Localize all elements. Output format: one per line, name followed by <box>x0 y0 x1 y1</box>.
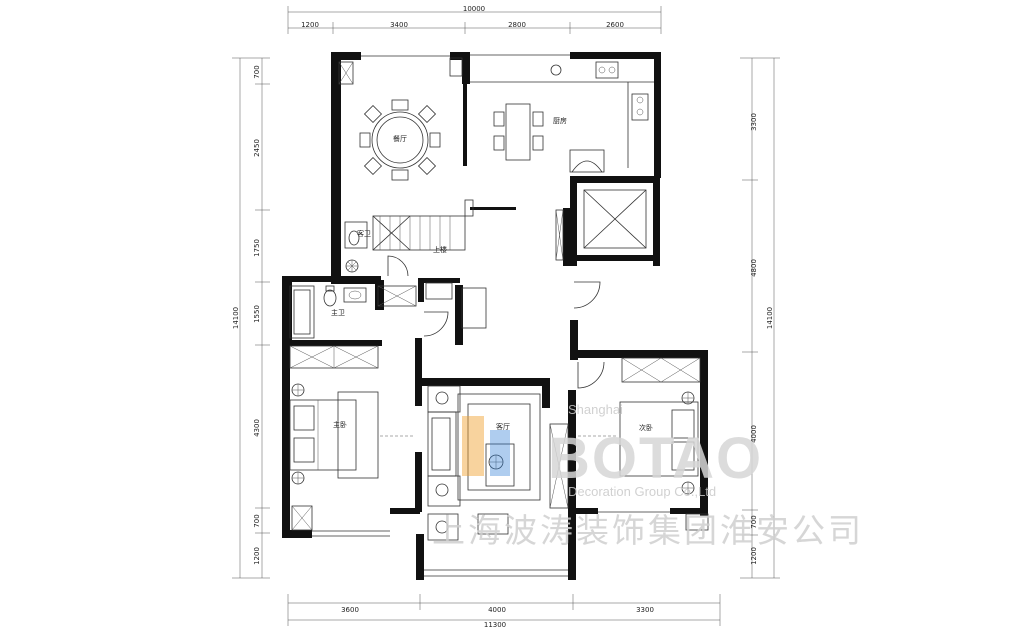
dim-left-1: 700 <box>253 65 261 78</box>
dim-right-4: 700 <box>750 515 758 528</box>
master-bed <box>289 383 414 531</box>
watermark: Shanghai BOTAO Decoration Group Co.,Ltd … <box>432 402 864 550</box>
cabinet <box>338 61 354 85</box>
dim-bottom-3: 3300 <box>636 606 654 614</box>
room-label-stairs: 上楼 <box>433 245 447 254</box>
dimension-bottom: 3600 4000 3300 11300 <box>287 594 721 628</box>
dim-left-total: 14100 <box>232 307 240 329</box>
room-label-kitchen: 厨房 <box>553 116 567 125</box>
dimension-right: 3300 4800 4000 700 1200 14100 <box>740 57 780 579</box>
dim-bottom-2: 4000 <box>488 606 506 614</box>
watermark-brand: BOTAO <box>548 426 763 491</box>
kitchen-table <box>493 103 544 161</box>
dim-left-2: 2450 <box>253 139 261 157</box>
dim-bottom-1: 3600 <box>341 606 359 614</box>
watermark-cn: 上海波涛装饰集团淮安公司 <box>432 511 864 550</box>
room-label-master-bedroom: 主卧 <box>333 420 347 429</box>
dim-left-4: 1550 <box>253 305 261 323</box>
entry-door <box>423 311 449 337</box>
room-label-dining: 餐厅 <box>393 134 407 143</box>
dim-bottom-total: 11300 <box>484 621 506 628</box>
dim-left-5: 4300 <box>253 419 261 437</box>
fridge <box>449 57 463 77</box>
guest-wc <box>344 221 368 273</box>
guest-wc-door <box>387 255 409 277</box>
dim-right-3: 4000 <box>750 425 758 443</box>
master-wc <box>289 282 487 339</box>
walls <box>282 52 708 580</box>
dim-right-1: 3300 <box>750 113 758 131</box>
room-label-second-bedroom: 次卧 <box>639 423 653 432</box>
dim-left-7: 1200 <box>253 547 261 565</box>
elevator-shaft <box>555 189 647 261</box>
room-label-living: 客厅 <box>496 422 510 431</box>
second-bedroom-door <box>577 361 605 389</box>
dimension-left: 14100 700 2450 1750 1550 4300 700 1200 <box>232 57 270 579</box>
logo-mark-blue <box>490 430 510 476</box>
dim-top-3: 2800 <box>508 21 526 29</box>
watermark-sub: Decoration Group Co.,Ltd <box>568 484 716 499</box>
logo-mark-orange <box>462 416 484 476</box>
dim-top-4: 2600 <box>606 21 624 29</box>
living-room-furniture <box>427 385 569 541</box>
second-bedroom-furniture <box>578 357 709 531</box>
dim-right-5: 1200 <box>750 547 758 565</box>
room-label-master-wc: 主卫 <box>331 308 345 317</box>
room-label-guest-wc: 客卫 <box>357 229 371 238</box>
staircase <box>372 199 474 251</box>
master-wardrobe <box>289 345 379 369</box>
dim-top-1: 1200 <box>301 21 319 29</box>
dim-top-2: 3400 <box>390 21 408 29</box>
dim-left-3: 1750 <box>253 239 261 257</box>
dimension-top: 10000 1200 3400 2800 2600 <box>287 5 662 34</box>
dim-right-total: 14100 <box>766 307 774 329</box>
kitchen-counter <box>470 61 654 173</box>
dim-top-total: 10000 <box>463 5 485 13</box>
dim-right-2: 4800 <box>750 259 758 277</box>
watermark-shanghai: Shanghai <box>568 402 623 417</box>
dim-left-6: 700 <box>253 514 261 527</box>
hall-door <box>573 281 601 309</box>
dining-table <box>359 99 441 181</box>
